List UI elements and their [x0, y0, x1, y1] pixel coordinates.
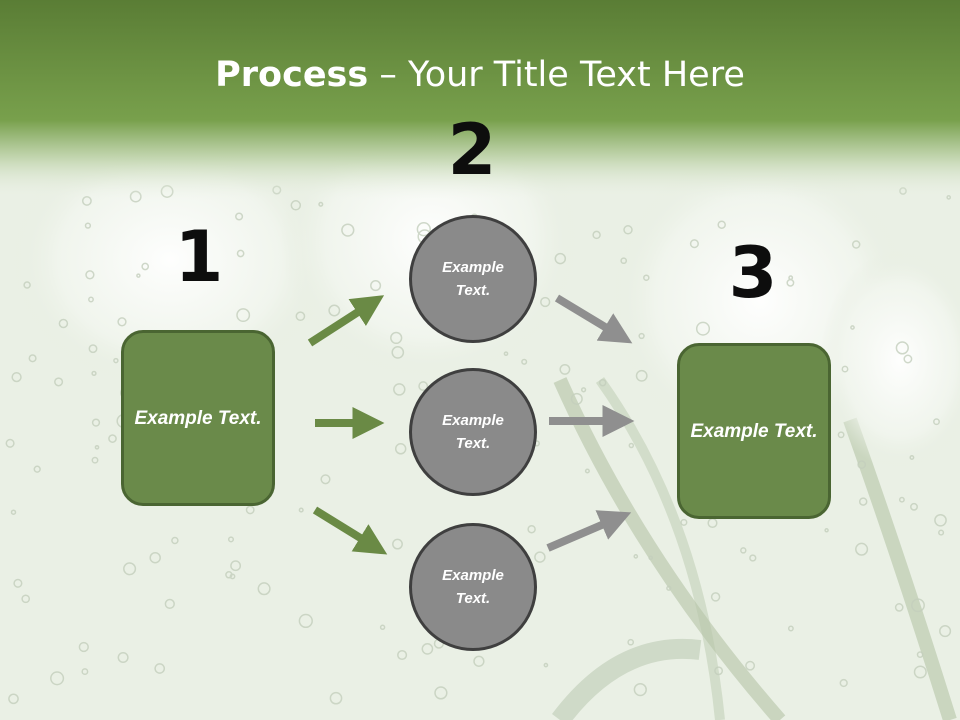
step-1-box[interactable]: Example Text. [121, 330, 275, 506]
circle-top[interactable]: Example Text. [409, 215, 537, 343]
arrow-circle-bottom-to-3 [546, 510, 632, 552]
step-3-box[interactable]: Example Text. [677, 343, 831, 519]
arrow-1-to-circle-bottom [312, 506, 388, 555]
slide-title: Process – Your Title Text Here [0, 52, 960, 98]
circle-bottom-text: Example Text. [442, 567, 504, 607]
arrow-circle-top-to-3 [554, 294, 633, 344]
circle-bottom[interactable]: Example Text. [409, 523, 537, 651]
step-number-1: 1 [174, 216, 224, 298]
title-bold: Process [215, 55, 369, 95]
title-rest: – Your Title Text Here [368, 55, 745, 95]
step-1-text: Example Text. [134, 407, 262, 429]
circle-top-text: Example Text. [442, 259, 504, 299]
step-number-2: 2 [447, 109, 497, 191]
step-number-3: 3 [728, 232, 778, 314]
circle-middle-text: Example Text. [442, 412, 504, 452]
circle-middle[interactable]: Example Text. [409, 368, 537, 496]
step-3-text: Example Text. [690, 420, 818, 442]
arrow-1-to-circle-top [307, 295, 385, 347]
